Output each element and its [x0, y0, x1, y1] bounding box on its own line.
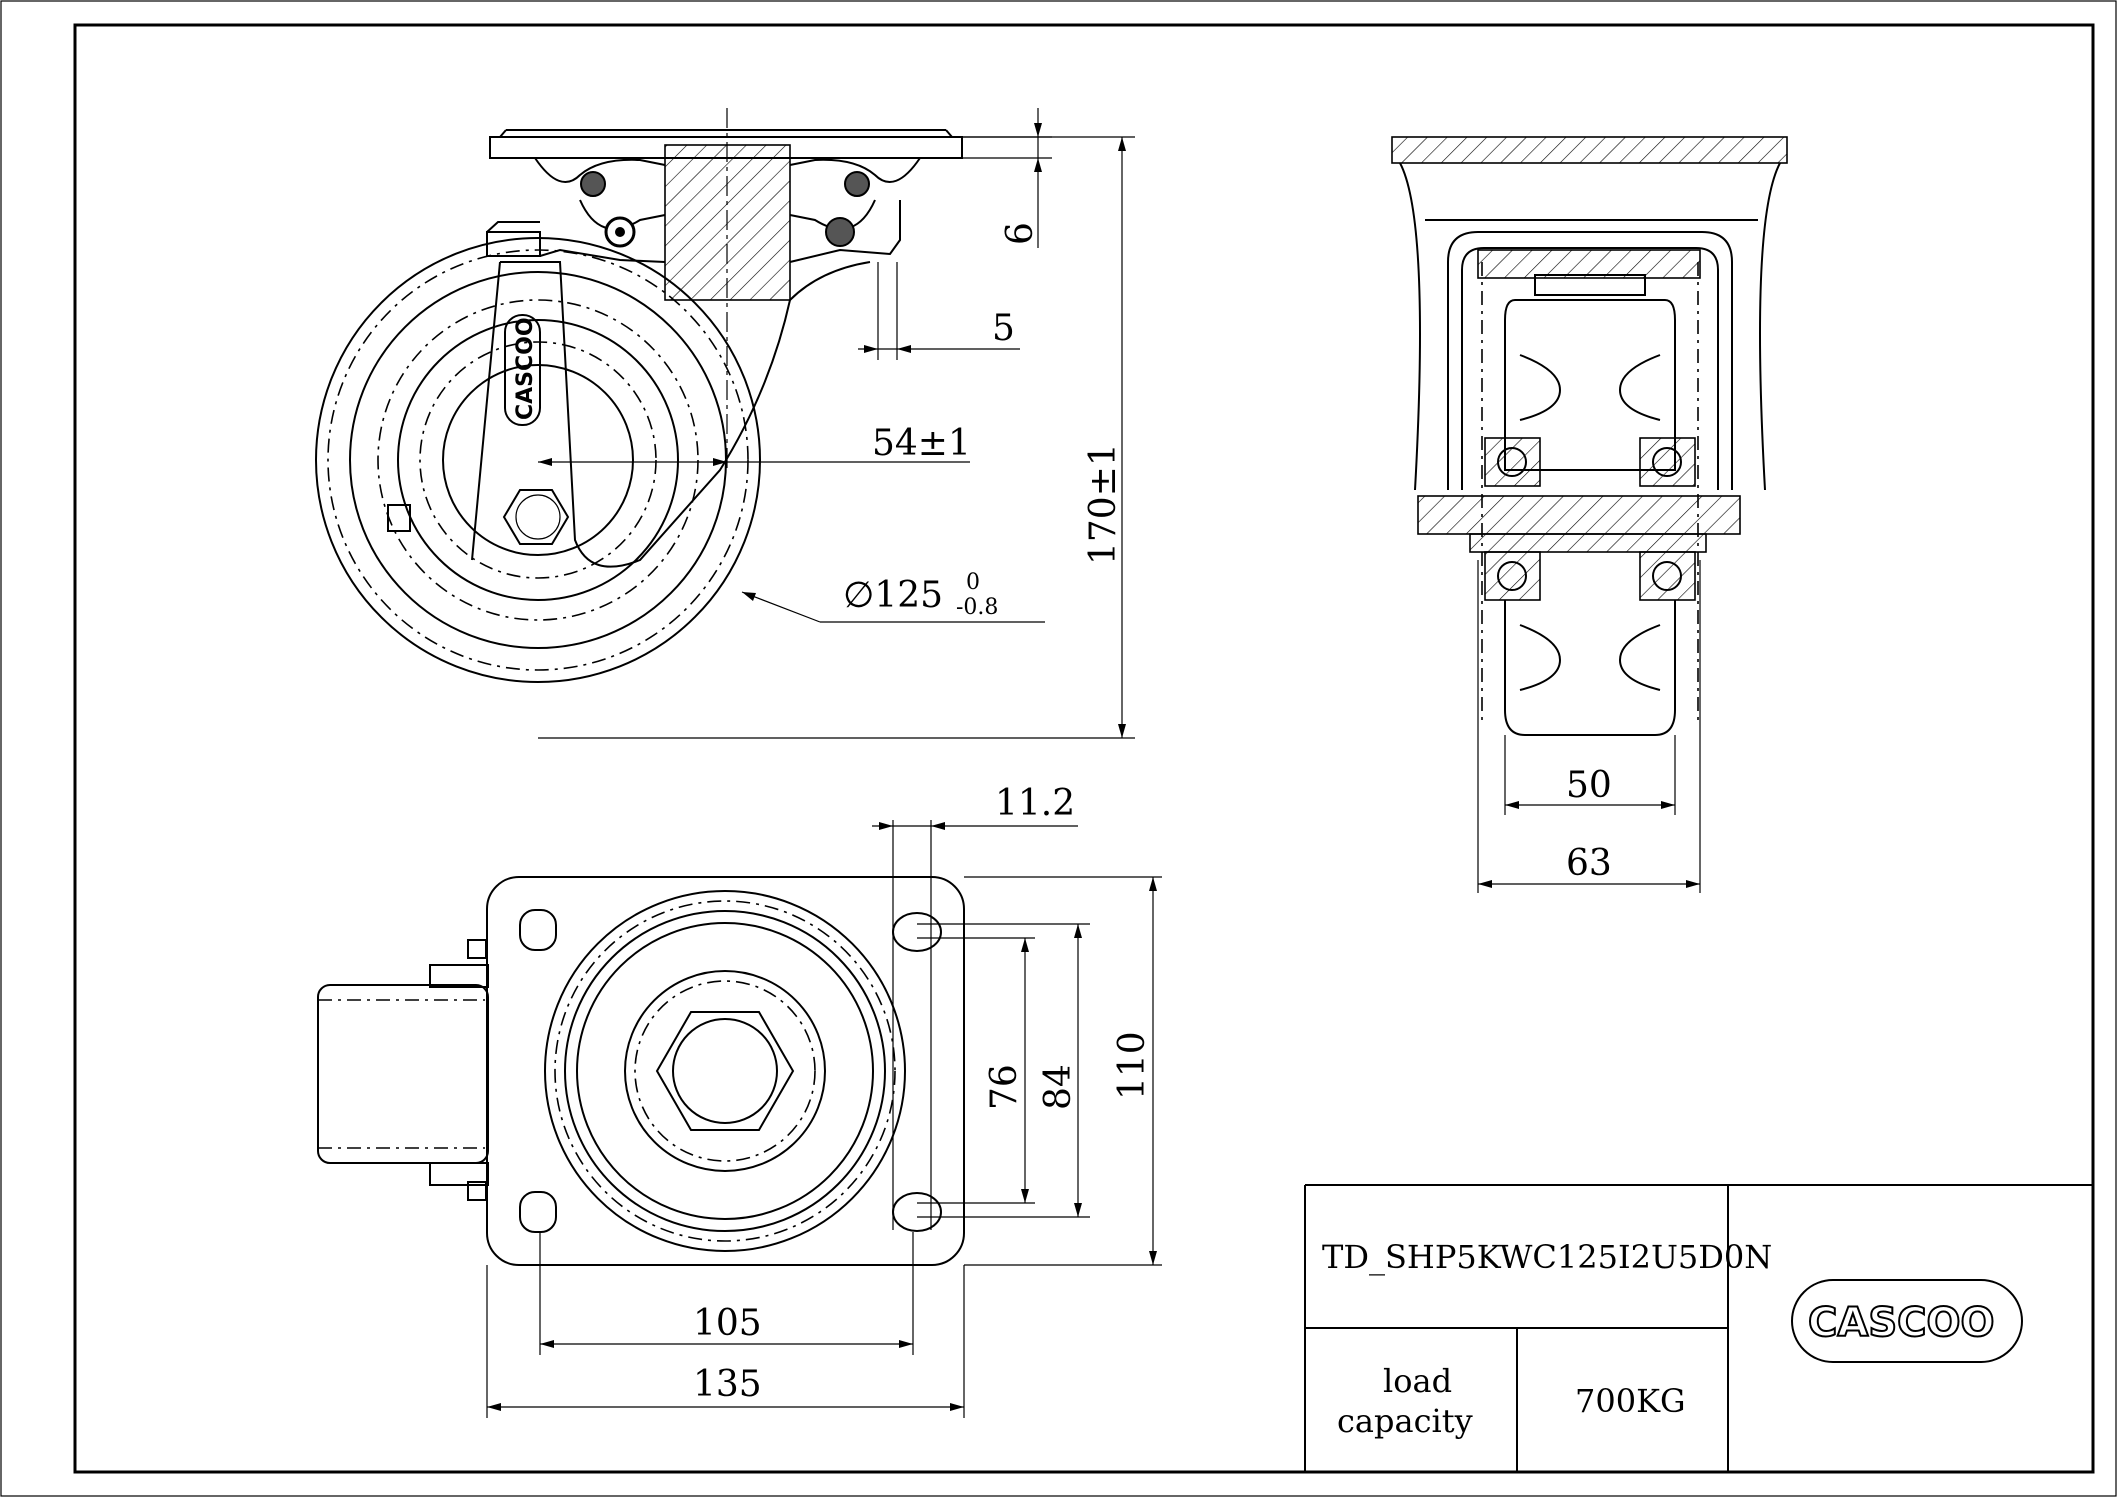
brand-logo: CASCOO — [1791, 1279, 2023, 1363]
dim-hole-offset: 11.2 — [995, 783, 1075, 824]
side-view: CASCOO — [315, 108, 963, 683]
dim-plate-height: 110 — [1112, 1031, 1153, 1100]
dim-overall-height: 170±1 — [1083, 443, 1124, 565]
top-view — [317, 876, 965, 1266]
title-block: TD_SHP5KWC125I2U5D0N load capacity 700KG… — [1304, 1184, 2093, 1472]
wheel-logo: CASCOO — [504, 314, 541, 426]
dim-bolt-y-outer: 84 — [1038, 1064, 1079, 1110]
side-view-dimensions: 6 5 54±1 ∅125 0 -0.8 170±1 — [538, 108, 1135, 739]
load-label-line1: load — [1383, 1362, 1452, 1400]
drawing-frame — [73, 23, 2095, 1474]
dim-wheel-width: 50 — [1566, 765, 1612, 806]
load-value: 700KG — [1575, 1382, 1686, 1420]
dim-bolt-y-inner: 76 — [984, 1064, 1025, 1110]
svg-text:CASCOO: CASCOO — [513, 317, 538, 420]
dim-wheel-diameter: ∅125 — [843, 575, 943, 616]
part-number: TD_SHP5KWC125I2U5D0N — [1322, 1238, 1772, 1276]
dim-hub-width: 63 — [1566, 843, 1612, 884]
front-view — [1391, 136, 1788, 736]
front-view-dimensions: 50 63 — [1477, 560, 1701, 893]
dim-offset: 5 — [992, 308, 1015, 349]
dim-bolt-x: 105 — [693, 1303, 762, 1344]
dim-swivel-offset: 54±1 — [872, 423, 971, 464]
dim-wheel-tol-lower: -0.8 — [956, 595, 998, 620]
dim-wheel-tol-upper: 0 — [966, 570, 980, 595]
svg-text:CASCOO: CASCOO — [1808, 1300, 1994, 1346]
dim-plate-thickness: 6 — [1000, 222, 1041, 245]
load-label-line2: capacity — [1337, 1402, 1473, 1440]
top-view-dimensions: 11.2 76 84 110 105 135 — [486, 783, 1162, 1418]
dim-plate-width: 135 — [693, 1364, 762, 1405]
